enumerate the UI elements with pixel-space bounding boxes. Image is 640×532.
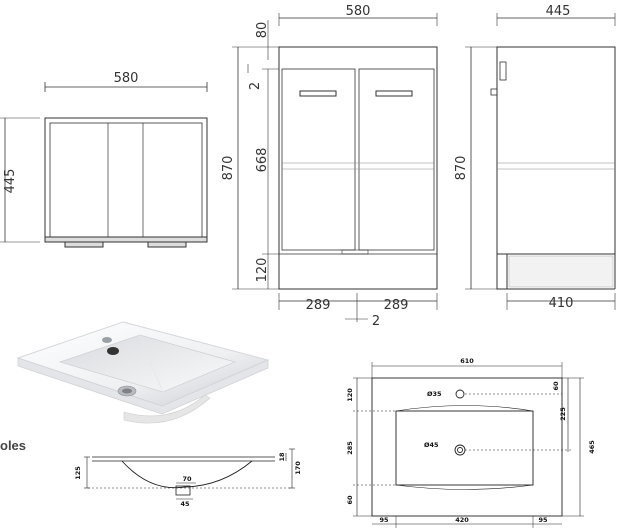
cabinet-top-view <box>0 82 208 248</box>
front-door-right-label: 289 <box>384 298 409 313</box>
plan-right-top-label: 60 <box>552 381 560 391</box>
top-depth-label: 445 <box>3 169 18 194</box>
plan-left-margin-label: 95 <box>379 516 389 524</box>
section-d1-label: 125 <box>74 466 82 480</box>
front-drawer-gap-label: 2 <box>248 82 263 90</box>
front-top-gap-label: 80 <box>255 22 270 39</box>
caption-text: oles <box>0 438 27 453</box>
plan-bowl-width-label: 420 <box>455 516 469 524</box>
section-d5-label: 45 <box>180 500 190 508</box>
plan-drain-label: Ø45 <box>424 441 439 449</box>
side-base-depth-label: 410 <box>549 296 574 311</box>
front-door-height-label: 668 <box>255 148 270 173</box>
plan-right-mid-label: 225 <box>559 407 567 421</box>
front-width-label: 580 <box>346 4 371 19</box>
section-d2-label: 18 <box>278 452 286 462</box>
front-height-label: 870 <box>221 156 236 181</box>
plan-right-margin-label: 95 <box>538 516 548 524</box>
front-door-left-label: 289 <box>306 298 331 313</box>
basin-perspective <box>16 321 270 424</box>
side-depth-label: 445 <box>546 4 571 19</box>
plan-bottom-label: 60 <box>346 495 354 505</box>
plan-tap-hole-label: Ø35 <box>427 390 442 398</box>
plan-bowl-depth-label: 285 <box>346 441 354 455</box>
section-d3-label: 170 <box>294 461 302 475</box>
basin-plan <box>353 362 584 528</box>
cabinet-side-view <box>465 13 616 310</box>
plan-depth-label: 465 <box>588 440 596 454</box>
basin-section <box>84 448 295 500</box>
cabinet-front-view <box>232 13 438 322</box>
front-plinth-label: 120 <box>255 258 270 283</box>
plan-width-label: 610 <box>460 357 474 365</box>
side-height-label: 870 <box>454 156 469 181</box>
front-center-gap-label: 2 <box>372 314 380 329</box>
section-d4-label: 70 <box>182 475 192 483</box>
plan-top-label: 120 <box>346 388 354 402</box>
top-width-label: 580 <box>114 71 139 86</box>
